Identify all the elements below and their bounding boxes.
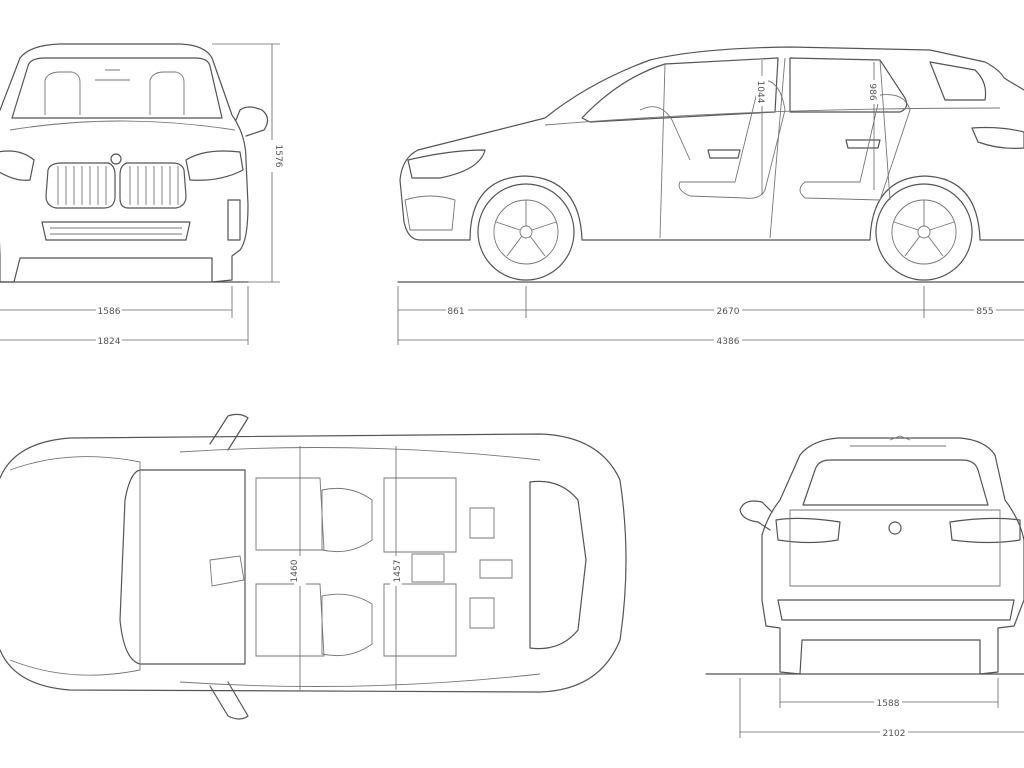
side-view xyxy=(397,46,1024,345)
rear-track-label: 1588 xyxy=(877,699,900,709)
rear-view xyxy=(705,435,1024,738)
front-overhang-label: 861 xyxy=(447,307,464,317)
front-width-label: 1824 xyxy=(98,337,121,347)
rear-width-label: 2102 xyxy=(883,729,906,739)
front-view xyxy=(0,43,280,345)
front-shoulder-label: 1460 xyxy=(290,559,300,582)
rear-overhang-label: 855 xyxy=(976,307,993,317)
rear-headroom-label: 986 xyxy=(867,83,877,100)
wheelbase-label: 2670 xyxy=(717,307,740,317)
front-headroom-label: 1044 xyxy=(755,81,765,104)
front-track-label: 1586 xyxy=(98,307,121,317)
front-height-label: 1576 xyxy=(273,145,283,168)
rear-shoulder-label: 1457 xyxy=(393,560,403,583)
length-label: 4386 xyxy=(717,337,740,347)
top-view xyxy=(0,413,627,720)
dimension-labels: 1576 1586 1824 861 2670 855 4386 1044 98… xyxy=(96,76,996,739)
